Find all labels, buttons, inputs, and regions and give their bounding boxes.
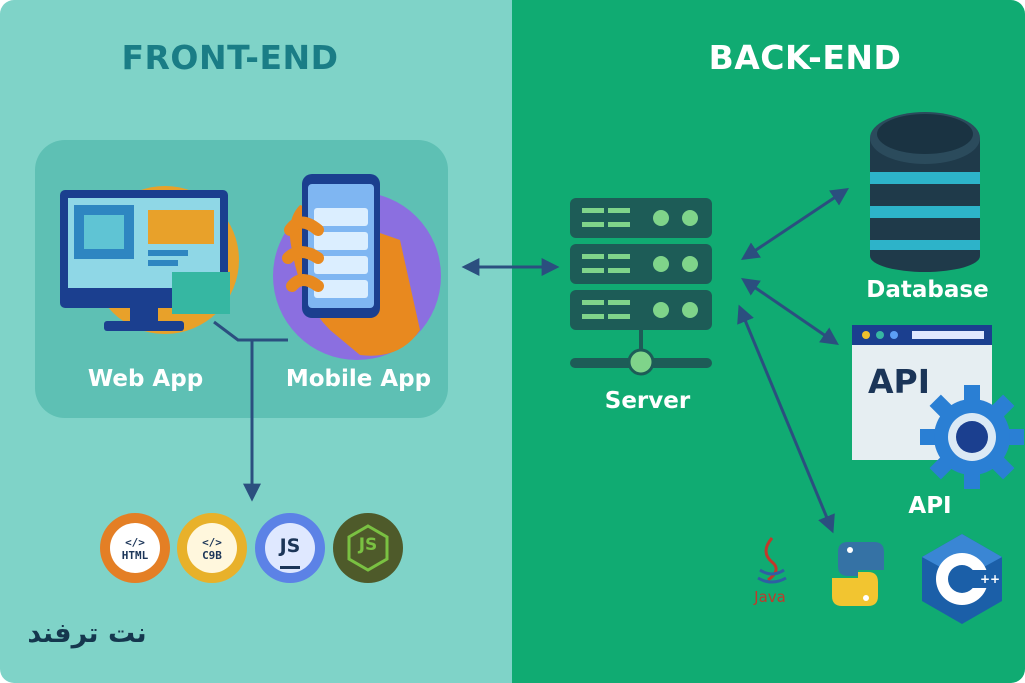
api-label: API [908,493,952,519]
html-badge-text: </> HTML [121,536,149,562]
css-icon [177,513,247,583]
java-label: Java [754,588,786,606]
nodejs-badge-text: JS [358,535,378,555]
web-app-label: Web App [87,366,204,392]
database-label: Database [866,277,989,303]
database-icon [870,112,980,272]
backend-title: BACK-END [708,38,902,77]
server-label: Server [604,388,691,414]
java-icon [757,537,787,584]
javascript-icon [255,513,325,583]
svg-text:++: ++ [980,572,1000,586]
html-icon [100,513,170,583]
server-languages-arrow [737,304,835,534]
frontend-title: FRONT-END [121,38,339,77]
nodejs-icon [333,513,403,583]
api-window-text: API [868,362,931,401]
mobile-app-icon [273,174,441,360]
mobile-app-label: Mobile App [285,366,432,392]
javascript-badge-text: JS [279,535,301,557]
css-badge-text: </> C9B [202,536,222,562]
server-icon [570,198,712,376]
brand-logo: نت ترفند [27,618,147,649]
web-app-icon [60,186,239,334]
python-icon [832,542,884,606]
gear-icon [920,385,1024,489]
apps-to-tech-connector [213,320,288,498]
cpp-icon: ++ [922,534,1002,624]
server-api-arrow [741,277,839,346]
server-database-arrow [741,188,849,260]
